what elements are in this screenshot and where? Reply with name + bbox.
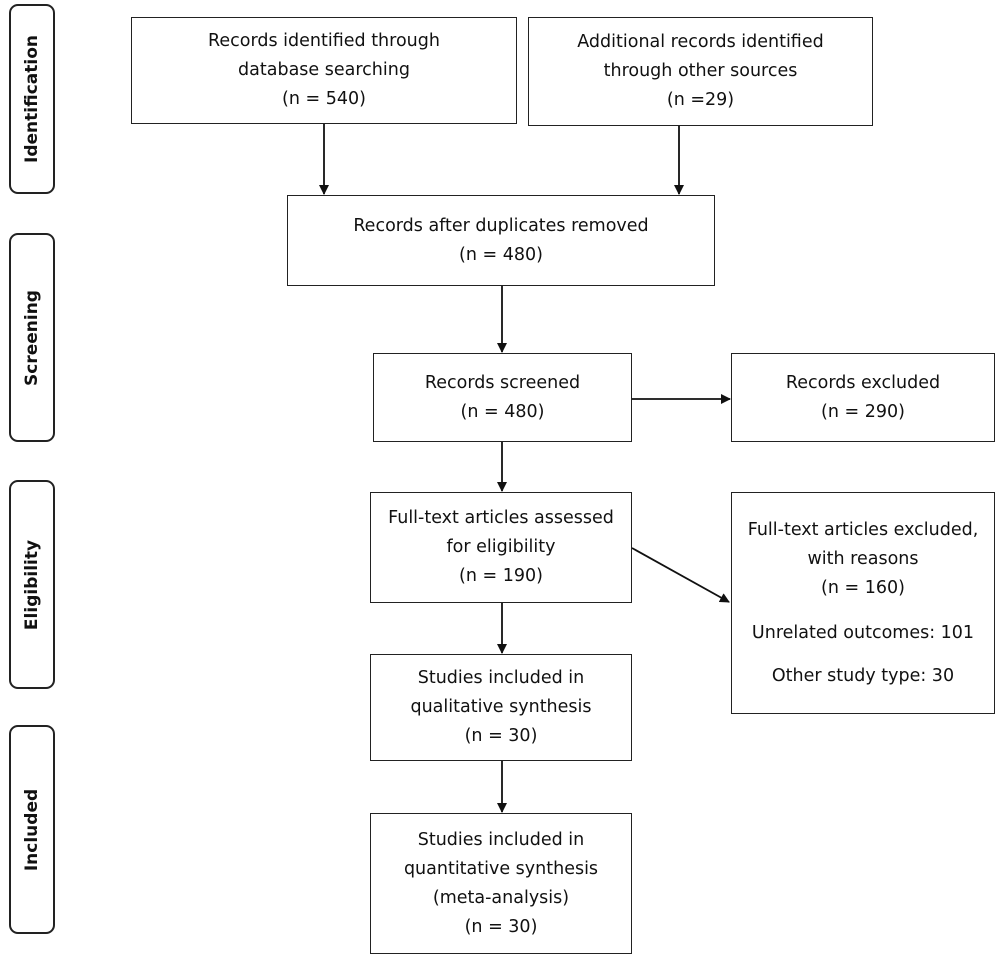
box-records-excluded-line1: Records excluded	[785, 372, 941, 393]
box-quantitative-synthesis-line2: quantitative synthesis	[403, 858, 599, 879]
box-quantitative-synthesis-line1: Studies included in	[417, 829, 585, 850]
box-records-screened: Records screened (n = 480)	[373, 353, 632, 442]
box-quantitative-synthesis-count: (n = 30)	[464, 916, 538, 937]
box-other-sources-count: (n =29)	[666, 90, 735, 110]
box-qualitative-synthesis-line1: Studies included in	[417, 668, 585, 688]
box-fulltext-excluded: Full-text articles excluded, with reason…	[731, 492, 995, 714]
box-database-searching-line2: database searching	[238, 60, 410, 80]
arrow-fulltext-to-excluded	[631, 547, 730, 603]
box-database-searching-line1: Records identified through	[208, 31, 440, 51]
box-fulltext-assessed-count: (n = 190)	[459, 566, 543, 586]
box-database-searching: Records identified through database sear…	[131, 17, 517, 124]
box-other-sources-line2: through other sources	[603, 61, 798, 81]
box-database-searching-count: (n = 540)	[282, 89, 366, 109]
box-records-excluded: Records excluded (n = 290)	[731, 353, 995, 442]
box-fulltext-assessed-line2: for eligibility	[446, 537, 556, 557]
box-other-sources: Additional records identified through ot…	[528, 17, 873, 126]
box-qualitative-synthesis: Studies included in qualitative synthesi…	[370, 654, 632, 761]
box-other-sources-line1: Additional records identified	[577, 32, 824, 52]
box-fulltext-excluded-reason1: Unrelated outcomes: 101	[751, 622, 975, 643]
stage-eligibility: Eligibility	[9, 480, 55, 689]
box-fulltext-excluded-count: (n = 160)	[821, 577, 905, 598]
box-duplicates-removed-count: (n = 480)	[459, 244, 543, 265]
box-fulltext-assessed-line1: Full-text articles assessed	[388, 508, 614, 528]
box-qualitative-synthesis-count: (n = 30)	[464, 726, 538, 746]
box-fulltext-excluded-reason2: Other study type: 30	[771, 665, 955, 686]
box-qualitative-synthesis-line2: qualitative synthesis	[410, 697, 592, 717]
box-records-screened-count: (n = 480)	[460, 401, 545, 422]
box-records-excluded-count: (n = 290)	[821, 401, 905, 422]
box-quantitative-synthesis: Studies included in quantitative synthes…	[370, 813, 632, 954]
box-fulltext-excluded-line2: with reasons	[807, 548, 919, 569]
box-fulltext-excluded-line1: Full-text articles excluded,	[747, 519, 979, 540]
stage-screening: Screening	[9, 233, 55, 442]
box-records-screened-line1: Records screened	[424, 372, 581, 393]
stage-identification: Identification	[9, 4, 55, 194]
box-quantitative-synthesis-line3: (meta-analysis)	[432, 887, 570, 908]
box-fulltext-assessed: Full-text articles assessed for eligibil…	[370, 492, 632, 603]
box-duplicates-removed: Records after duplicates removed (n = 48…	[287, 195, 715, 286]
box-duplicates-removed-line1: Records after duplicates removed	[353, 215, 649, 236]
stage-included: Included	[9, 725, 55, 934]
